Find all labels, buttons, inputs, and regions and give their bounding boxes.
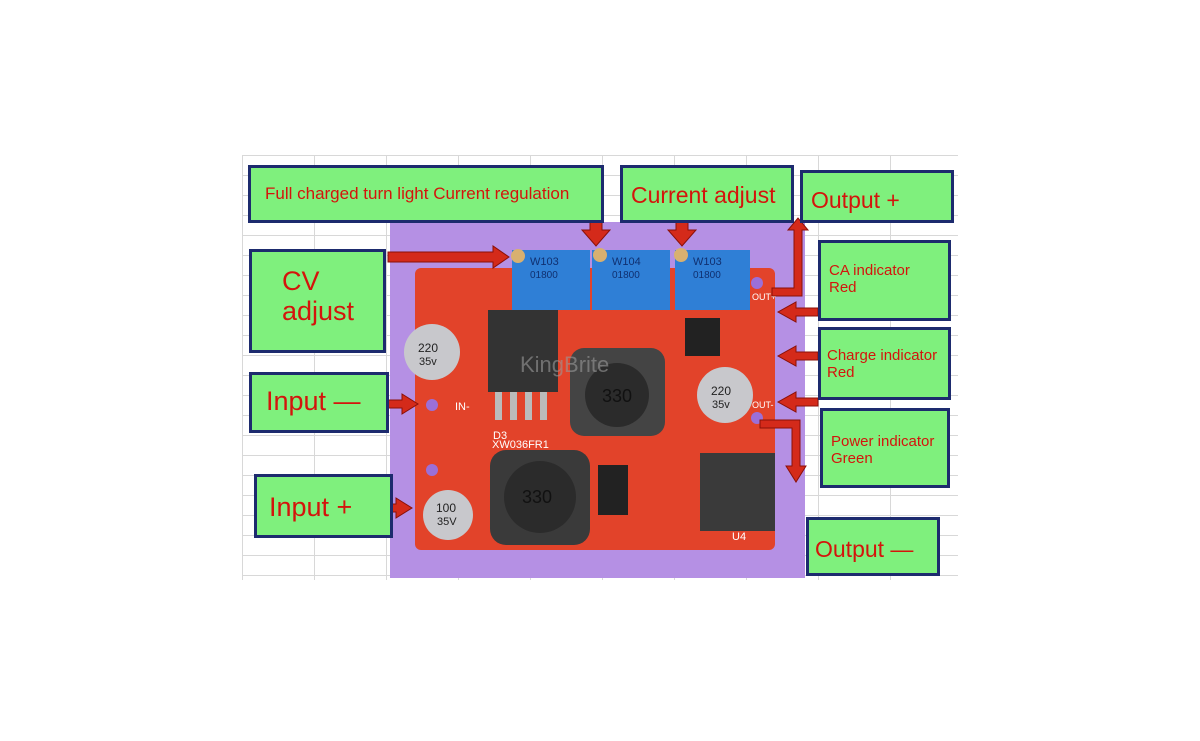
cap3-value: 100 [436,501,456,515]
pot3-code: 01800 [693,270,721,281]
arrow-output-plus [771,217,810,297]
pot-screw-2 [593,248,607,262]
pot-screw-3 [674,248,688,262]
label-ca-indicator: CA indicator Red [818,240,951,321]
cv-adjust-line2: adjust [282,295,355,326]
inductor-1-label: 330 [602,386,632,406]
pot-screw-1 [511,249,525,263]
pot3-label: W103 [693,256,722,268]
label-charge-indicator: Charge indicator Red [818,327,951,400]
svg-text:OUT-: OUT- [752,400,774,410]
svg-text:IN-: IN- [455,401,470,413]
pot2-code: 01800 [612,270,640,281]
svg-text:D3: D3 [493,430,507,442]
ca-indicator-line2: Red [829,278,857,296]
arrow-power-indicator [776,391,819,413]
arrow-output-minus [759,419,807,483]
svg-text:OUT+: OUT+ [752,292,776,302]
watermark: KingBrite [520,352,609,377]
cv-adjust-line1: CV [282,266,320,296]
label-power-indicator: Power indicator Green [820,408,950,488]
label-full-charged-current-regulation: Full charged turn light Current regulati… [248,165,604,223]
arrow-input-minus [385,393,419,415]
capacitor-220uf-1 [404,324,460,380]
regulator-ic-2 [700,453,775,531]
charge-indicator-line1: Charge indicator [827,347,938,364]
cap1-voltage: 35v [419,356,437,368]
label-output-minus: Output — [806,517,940,576]
potentiometer-1 [512,250,590,310]
ca-indicator-line1: CA indicator [829,262,910,279]
label-output-plus: Output + [800,170,954,223]
label-cv-adjust: CV adjust [249,249,386,353]
arrow-charge-indicator [776,345,819,367]
inductor-2-label: 330 [522,487,552,507]
arrow-cv-adjust [387,245,510,269]
label-current-adjust: Current adjust [620,165,794,223]
cap1-value: 220 [418,341,438,355]
cap2-voltage: 35v [712,399,730,411]
power-indicator-line2: Green [831,449,873,467]
potentiometer-3 [675,250,750,310]
ic-u2 [685,318,720,356]
model-label: XW036FR1 [492,439,549,451]
label-input-plus: Input + [254,474,393,538]
pot2-label: W104 [612,256,641,268]
pot1-label: W103 [530,256,559,268]
label-input-minus: Input — [249,372,389,433]
diode [598,465,628,515]
pads [426,277,763,476]
regulator-ic-1 [488,310,558,392]
svg-text:U4: U4 [732,531,746,543]
charge-indicator-line2: Red [827,363,855,381]
cap3-voltage: 35V [437,516,457,528]
power-indicator-line1: Power indicator [831,433,935,450]
arrow-ca-indicator [776,301,819,323]
potentiometers: W103 W104 W103 01800 01800 01800 [511,248,750,310]
cap2-value: 220 [711,384,731,398]
capacitor-100uf [423,490,473,540]
pot1-code: 01800 [530,270,558,281]
capacitor-220uf-2 [697,367,753,423]
potentiometer-2 [592,250,670,310]
